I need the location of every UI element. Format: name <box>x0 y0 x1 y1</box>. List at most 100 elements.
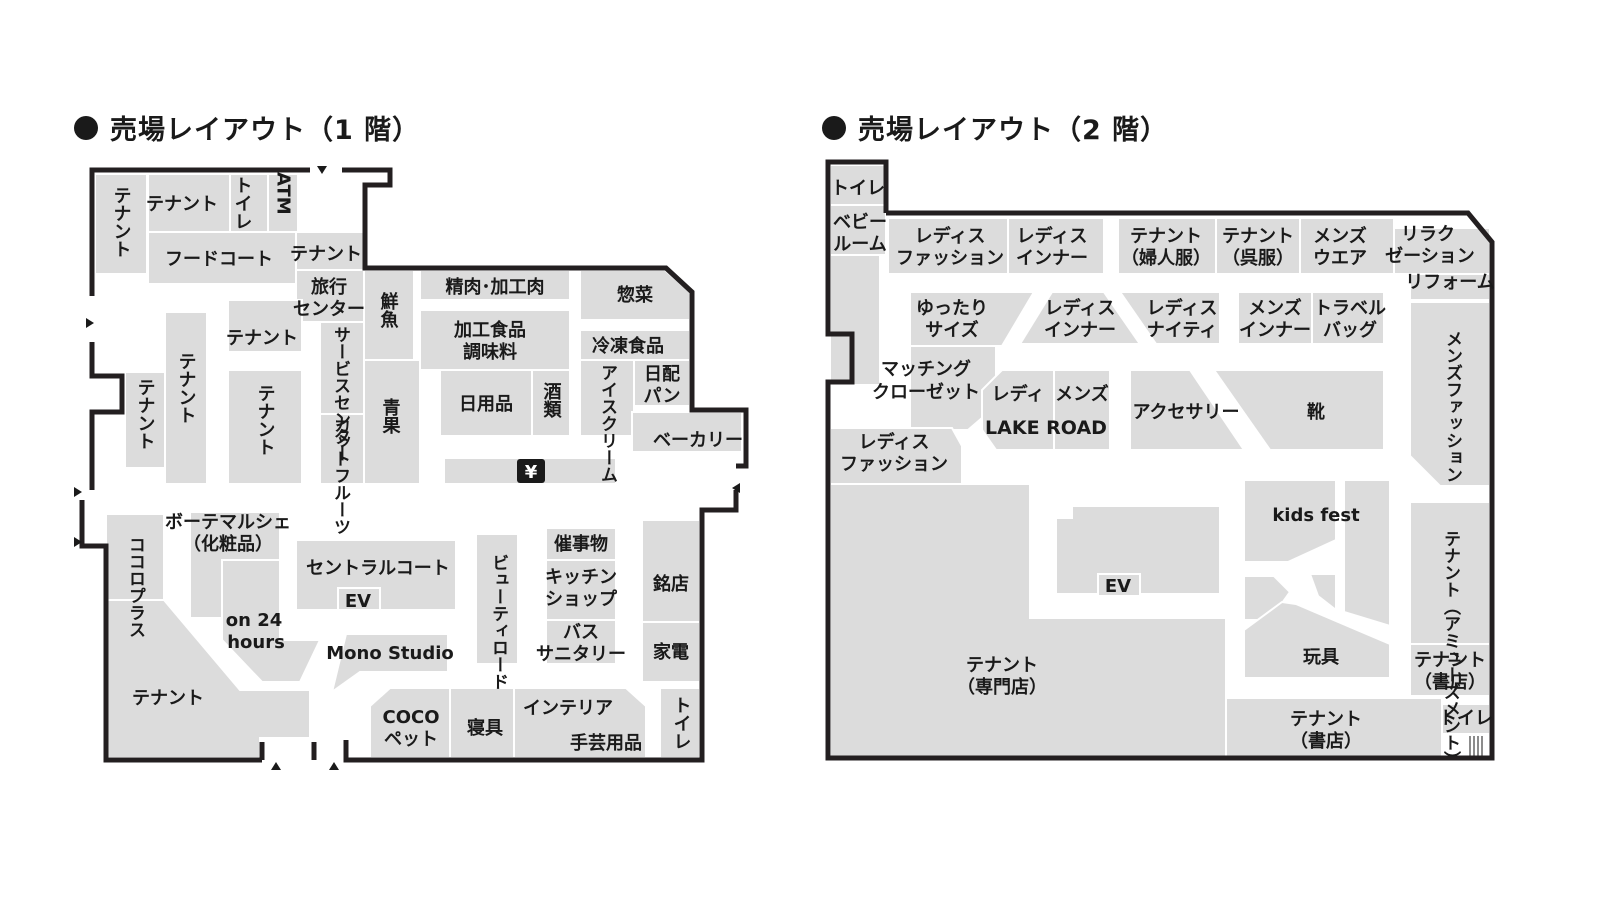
room2-tenant-women[interactable] <box>1117 217 1217 275</box>
room-tenant-top[interactable] <box>147 173 231 233</box>
label-ice-cream: アイスクリーム <box>597 364 617 483</box>
label-event-goods: 催事物 <box>554 533 608 555</box>
room-cut-fruits[interactable] <box>319 413 365 485</box>
room-travel-center[interactable] <box>295 269 365 323</box>
room-bedding[interactable] <box>449 687 515 759</box>
floor1-wall-west-a <box>89 342 125 490</box>
room2-lake-road-mens[interactable] <box>1053 369 1111 451</box>
room-interior[interactable] <box>513 687 647 759</box>
room-cocoro-plus[interactable] <box>105 513 165 601</box>
room-mono-studio[interactable] <box>330 633 449 695</box>
label-bath-2: サニタリー <box>536 644 626 665</box>
room-processed-food[interactable] <box>419 309 571 371</box>
room2-ladies-inner-mid[interactable] <box>1018 291 1142 345</box>
room-tenant-left-v3[interactable] <box>227 369 303 485</box>
label2-ladies-inner-top-2: インナー <box>1016 248 1088 269</box>
label-tenant-left-v3: テナント <box>255 384 276 456</box>
label-processed-food-2: 調味料 <box>463 341 517 363</box>
room2-mens-wear[interactable] <box>1299 217 1395 275</box>
label2-kids-fest: kids fest <box>1272 505 1360 526</box>
label2-travel-bag-1: トラベル <box>1314 298 1386 319</box>
label2-baby-room-1: ベビー <box>833 212 887 233</box>
room-on24[interactable] <box>221 559 322 683</box>
label2-ladies-fashion-left-1: レディス <box>859 431 930 453</box>
label2-tenant-specialty-1: テナント <box>966 655 1038 676</box>
label2-matching-closet-1: マッチング <box>881 358 971 380</box>
label2-tenant-books-right-2: （書店） <box>1414 671 1486 693</box>
label2-relaxation-1: リラク <box>1401 224 1455 245</box>
entrance-marker-south-2 <box>329 762 339 770</box>
room2-mens-inner[interactable] <box>1237 291 1313 345</box>
room2-accessory[interactable] <box>1129 369 1246 451</box>
room-atm[interactable] <box>267 173 299 233</box>
label2-tenant-books-bottom-1: テナント <box>1290 709 1362 730</box>
floor2-title: 売場レイアウト（2 階） <box>822 108 1168 147</box>
room2-kids-right[interactable] <box>1343 479 1391 628</box>
room2-kids-small-right[interactable] <box>1308 573 1337 613</box>
room-tenant-nw[interactable] <box>94 173 148 275</box>
room2-ladies-fashion-top[interactable] <box>887 217 1009 275</box>
label2-tenant-books-right-1: テナント <box>1414 650 1486 671</box>
label2-mens-inner-2: インナー <box>1239 320 1311 341</box>
label-tenant-small: テナント <box>226 328 298 349</box>
bullet-icon <box>822 115 846 140</box>
label2-ladies-nighty-1: レディス <box>1147 297 1218 319</box>
label2-shoes: 靴 <box>1307 401 1325 423</box>
room2-tenant-books-right[interactable] <box>1409 643 1491 697</box>
room-service-center[interactable] <box>319 321 365 415</box>
room-tenant-left-v2[interactable] <box>164 311 208 485</box>
label-service-center: サービスセンター <box>330 326 351 462</box>
room2-reform[interactable] <box>1409 273 1491 301</box>
room2-travel-bag[interactable] <box>1311 291 1385 345</box>
floor1-wall-west-b <box>79 500 262 763</box>
room-vegetables[interactable] <box>363 359 421 485</box>
room-liquor[interactable] <box>531 369 571 437</box>
label-processed-food-1: 加工食品 <box>453 319 526 341</box>
label-travel-center-1: 旅行 <box>311 276 347 298</box>
room2-ladies-inner-top[interactable] <box>1007 217 1105 275</box>
room-tenant-small[interactable] <box>227 299 303 353</box>
label2-tenant-women-2: （婦人服） <box>1121 247 1211 269</box>
room2-tenant-books-bottom[interactable] <box>1225 697 1443 759</box>
floor1-map: ¥ テナント テナント トイレ ATM フードコート テナント 旅行 センター … <box>74 166 749 770</box>
room-kitchen-shop[interactable] <box>545 559 617 621</box>
label2-tenant-women-1: テナント <box>1130 226 1202 247</box>
room-famous-store[interactable] <box>641 519 701 623</box>
room-ice-cream[interactable] <box>579 359 635 437</box>
label2-mens-wear-2: ウエア <box>1313 248 1367 269</box>
floor1-title-text: 売場レイアウト（1 階） <box>110 115 421 146</box>
label-on24-2: hours <box>227 632 285 653</box>
room2-kids-fest[interactable] <box>1243 479 1337 563</box>
label2-travel-bag-2: バッグ <box>1323 319 1377 341</box>
room2-toys[interactable] <box>1243 600 1391 679</box>
room2-shoes[interactable] <box>1212 369 1385 451</box>
label-beaute-marche-2: （化粧品） <box>183 533 273 555</box>
label-beaute-marche-1: ボーテマルシェ <box>165 512 291 533</box>
label-bedding: 寝具 <box>467 717 503 739</box>
label2-tenant-specialty-2: （専門店） <box>957 676 1047 698</box>
entrance-marker-north <box>317 166 327 174</box>
room-beauty-road[interactable] <box>475 533 519 665</box>
label2-toys: 玩具 <box>1303 647 1339 668</box>
label-ev1: EV <box>345 591 371 612</box>
room-food-court[interactable] <box>147 231 299 285</box>
label2-mens-wear-1: メンズ <box>1313 225 1367 247</box>
label-daily-bread-2: パン <box>644 386 681 407</box>
label-cocoro-plus: ココロプラス <box>125 536 145 638</box>
label-toilet-top: トイレ <box>232 176 253 230</box>
label-atm: ATM <box>273 172 294 215</box>
label2-tenant-books-bottom-2: （書店） <box>1290 730 1362 752</box>
label2-ev2: EV <box>1105 576 1131 597</box>
label-bath-1: バス <box>563 622 599 643</box>
floor2-map: トイレ ベビー ルーム レディス ファッション レディス インナー テナント （… <box>825 159 1495 768</box>
room2-mens-fashion[interactable] <box>1409 301 1491 487</box>
room-bakery[interactable] <box>631 411 743 453</box>
label2-reform: リフォーム <box>1405 272 1494 293</box>
room-event-goods[interactable] <box>545 527 617 561</box>
room2-ladies-nighty[interactable] <box>1118 291 1221 345</box>
room2-loose-size[interactable] <box>909 291 1036 347</box>
room-bath-sanitary[interactable] <box>545 619 617 665</box>
label2-ladies-inner-mid-1: レディス <box>1045 297 1116 319</box>
room2-ev-block[interactable] <box>1055 505 1221 595</box>
